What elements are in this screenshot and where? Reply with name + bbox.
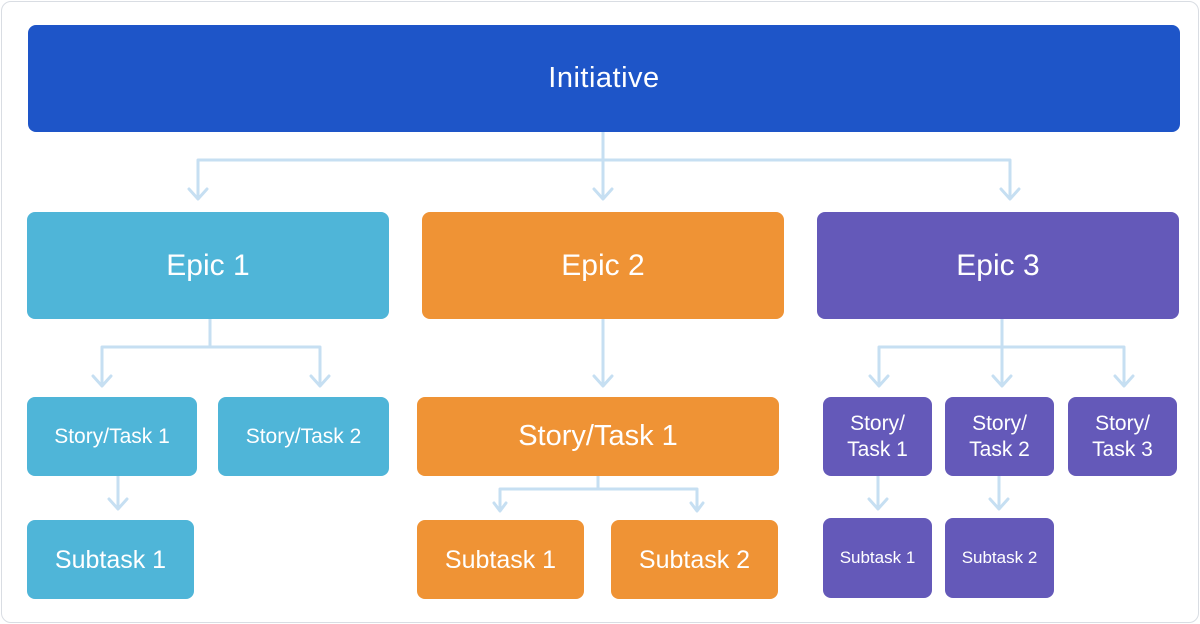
epic-1-label: Epic 1: [166, 248, 250, 282]
epic-3-story-2-line1: Story/: [972, 412, 1027, 436]
arrowhead: [309, 374, 331, 388]
epic-3-story-3-box: Story/ Task 3: [1068, 397, 1177, 476]
arrowhead: [492, 501, 508, 513]
epic-3-story-1-line1: Story/: [850, 412, 905, 436]
epic-1-story-2-box: Story/Task 2: [218, 397, 389, 476]
arrowhead: [592, 187, 614, 201]
epic-2-subtask-1-box: Subtask 1: [417, 520, 584, 599]
epic-3-subtask-2-label: Subtask 2: [961, 547, 1038, 567]
epic-3-subtask-2-box: Subtask 2: [945, 518, 1054, 598]
arrowhead: [689, 501, 705, 513]
epic-2-label: Epic 2: [561, 248, 645, 282]
epic-2-subtask-2-box: Subtask 2: [611, 520, 778, 599]
epic-3-story-3-line1: Story/: [1095, 412, 1150, 436]
arrowhead: [592, 374, 614, 388]
connector-e2-subtasks: [498, 474, 699, 512]
epic-2-subtask-2-label: Subtask 2: [638, 545, 751, 574]
epic-3-label: Epic 3: [956, 248, 1040, 282]
connector-epic3: [877, 316, 1126, 387]
epic-3-subtask-1-box: Subtask 1: [823, 518, 932, 598]
arrowhead: [107, 497, 129, 511]
epic-1-subtask-1-label: Subtask 1: [54, 545, 167, 574]
arrowhead: [988, 497, 1010, 511]
connector-epic1: [100, 316, 322, 387]
epic-1-story-2-label: Story/Task 2: [245, 424, 362, 448]
arrowhead: [1113, 374, 1135, 388]
arrowhead: [991, 374, 1013, 388]
arrowhead: [999, 187, 1021, 201]
epic-3-story-1-box: Story/ Task 1: [823, 397, 932, 476]
arrowhead: [91, 374, 113, 388]
epic-1-story-1-label: Story/Task 1: [54, 424, 170, 448]
initiative-label: Initiative: [548, 62, 660, 95]
epic-3-story-3-line2: Task 3: [1092, 437, 1153, 461]
arrowhead: [187, 187, 209, 201]
epic-1-subtask-1-box: Subtask 1: [27, 520, 194, 599]
epic-1-box: Epic 1: [27, 212, 389, 319]
epic-2-story-1-box: Story/Task 1: [417, 397, 779, 476]
epic-3-story-1-line2: Task 1: [847, 437, 908, 461]
epic-3-story-2-line2: Task 2: [969, 437, 1030, 461]
epic-2-subtask-1-label: Subtask 1: [444, 545, 557, 574]
epic-3-subtask-1-label: Subtask 1: [839, 547, 916, 567]
epic-1-story-1-box: Story/Task 1: [27, 397, 197, 476]
initiative-box: Initiative: [28, 25, 1180, 132]
connector-initiative: [196, 129, 1012, 200]
epic-2-box: Epic 2: [422, 212, 784, 319]
arrowhead: [867, 497, 889, 511]
epic-3-story-2-box: Story/ Task 2: [945, 397, 1054, 476]
arrowhead: [868, 374, 890, 388]
epic-3-box: Epic 3: [817, 212, 1179, 319]
epic-2-story-1-label: Story/Task 1: [518, 420, 678, 453]
